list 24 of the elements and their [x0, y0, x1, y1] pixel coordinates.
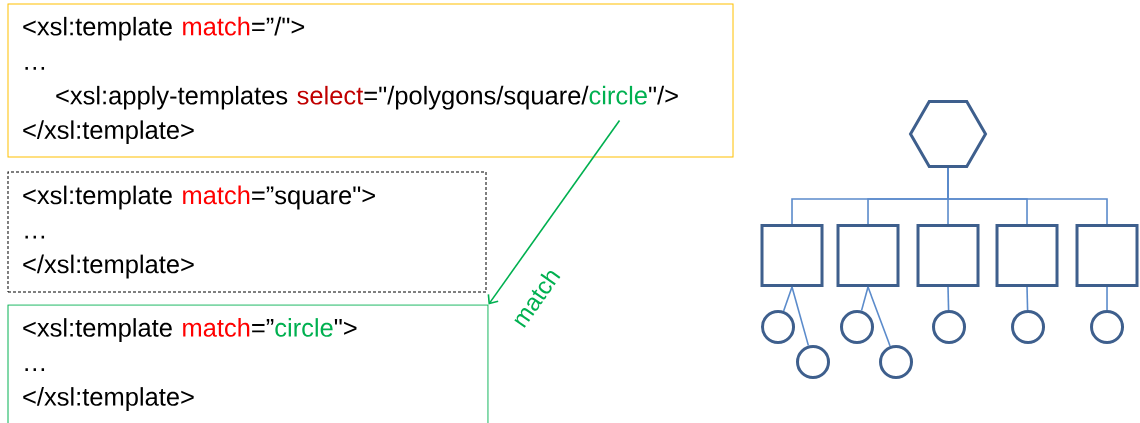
circle: [1011, 310, 1045, 344]
square: [916, 224, 980, 287]
code-box: <xsl:template match=”square"> … </xsl:template>: [7, 171, 487, 293]
connector-line: [947, 167, 1108, 225]
circle: [1090, 310, 1124, 344]
square: [995, 224, 1059, 287]
arrow: [487, 119, 621, 305]
square: [836, 224, 900, 287]
square: [760, 224, 824, 287]
connector-line: [1026, 286, 1029, 311]
code-box: <xsl:template match=”/"> … <xsl:apply-templates select="/polygons/square/circle"/> </xsl:template>: [7, 3, 734, 158]
circle: [932, 310, 966, 344]
circle: [879, 345, 913, 379]
code-box: <xsl:template match=”circle"> … </xsl:template>: [7, 304, 489, 423]
connector-line: [947, 286, 950, 311]
connector-line: [867, 286, 891, 347]
circle: [840, 310, 874, 344]
connector-line: [1106, 286, 1108, 311]
circle: [796, 345, 830, 379]
connector-line: [782, 286, 793, 312]
connector-line: [860, 286, 869, 312]
square: [1075, 224, 1139, 287]
circle: [761, 310, 795, 344]
connector-line: [791, 286, 810, 347]
